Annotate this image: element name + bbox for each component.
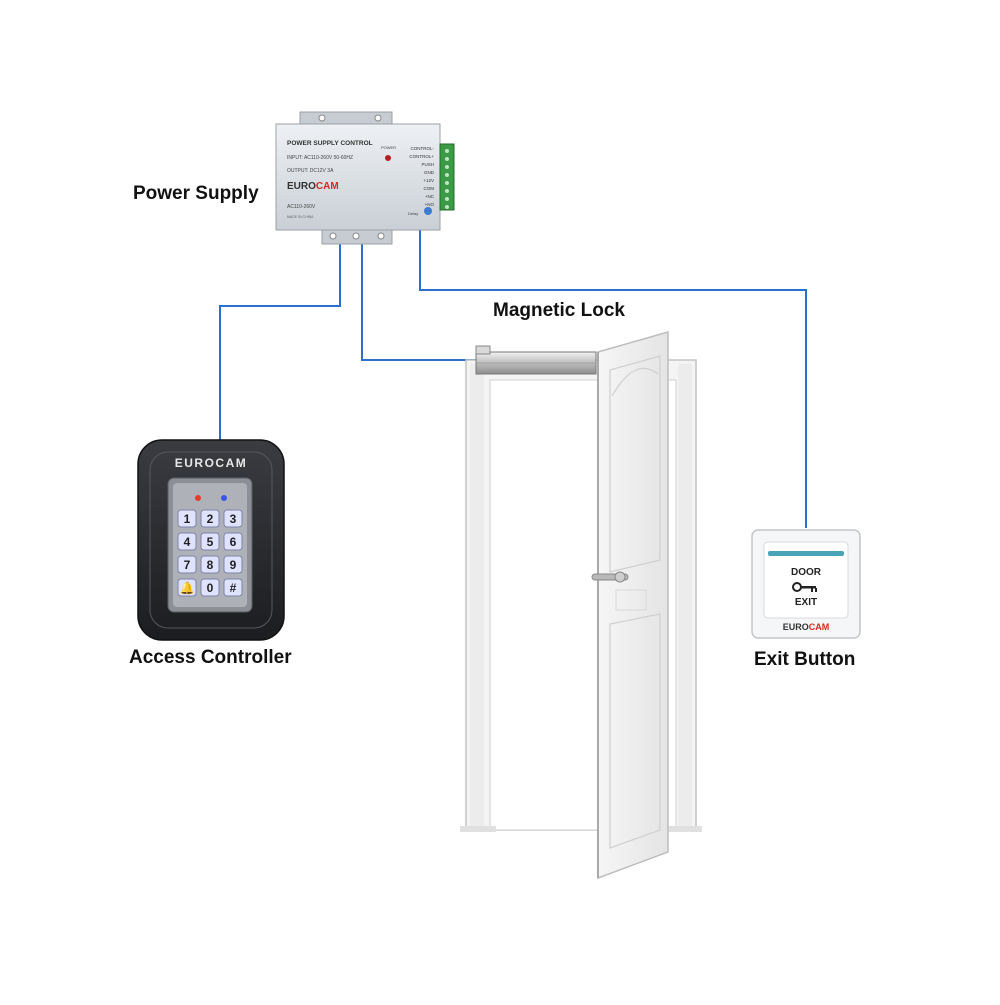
- key-icon: [792, 582, 817, 592]
- keypad-keys: 1 2 3 4 5 6 7 8 9 🔔 0 #: [177, 509, 243, 597]
- keypad-key-label: 6: [230, 535, 237, 549]
- svg-text:COM: COM: [424, 186, 435, 191]
- power-supply-label: Power Supply: [133, 183, 259, 204]
- keypad-key: 0: [200, 578, 220, 597]
- ps-input: INPUT: AC110-260V 50-60HZ: [287, 155, 353, 161]
- magnetic-lock-label: Magnetic Lock: [493, 300, 625, 321]
- keypad-key: 1: [177, 509, 197, 528]
- wire-power-to-keypad: [219, 238, 341, 440]
- keypad-key: 5: [200, 532, 220, 551]
- keypad-key-label: #: [230, 581, 237, 595]
- magnetic-lock: [475, 345, 597, 375]
- ps-made-in: MADE IN CHINA: [287, 215, 314, 219]
- wire-power-to-lock: [361, 238, 476, 361]
- keypad-key-label: 9: [230, 558, 237, 572]
- keypad-key: #: [223, 578, 243, 597]
- keypad-key: 8: [200, 555, 220, 574]
- keypad-brand: EUROCAM: [175, 456, 248, 470]
- ps-header: POWER SUPPLY CONTROL: [287, 140, 373, 147]
- keypad-key-label: 2: [207, 512, 214, 526]
- door-leaf: [591, 331, 669, 880]
- access-controller-keypad: EUROCAM 1 2 3 4 5 6 7 8 9 🔔 0 #: [137, 439, 285, 641]
- ps-terminal-labels: CONTROL- CONTROL+ PUSH GND +12V COM +NC …: [409, 146, 434, 207]
- keypad-key-label: 8: [207, 558, 214, 572]
- svg-text:+NC: +NC: [425, 194, 435, 199]
- access-controller-label: Access Controller: [129, 647, 292, 668]
- ps-output: OUTPUT: DC12V 3A: [287, 168, 334, 174]
- keypad-key: 6: [223, 532, 243, 551]
- svg-text:CONTROL-: CONTROL-: [411, 146, 435, 151]
- keypad-key-label: 3: [230, 512, 237, 526]
- ps-brand-logo: EUROCAM: [287, 181, 339, 192]
- wire-power-to-exit-button: [419, 224, 807, 528]
- delay-knob: [424, 207, 432, 215]
- keypad-key: 9: [223, 555, 243, 574]
- exit-button-brand-logo: EUROCAM: [783, 622, 830, 632]
- exit-button-door-text: DOOR: [791, 567, 822, 578]
- keypad-key-label: 1: [184, 512, 191, 526]
- svg-text:+NO: +NO: [425, 202, 435, 207]
- svg-text:CONTROL+: CONTROL+: [409, 154, 434, 159]
- keypad-key: 3: [223, 509, 243, 528]
- keypad-key-label: 4: [184, 535, 191, 549]
- exit-button-label: Exit Button: [754, 649, 856, 670]
- keypad-key-label: 7: [184, 558, 191, 572]
- keypad-key: 4: [177, 532, 197, 551]
- keypad-key: 7: [177, 555, 197, 574]
- keypad-key-label: 0: [207, 581, 214, 595]
- keypad-red-led: [195, 495, 201, 501]
- exit-button-exit-text: EXIT: [795, 597, 817, 608]
- keypad-key: 🔔: [177, 578, 197, 597]
- keypad-blue-led: [221, 495, 227, 501]
- svg-text:PUSH: PUSH: [421, 162, 434, 167]
- svg-text:+12V: +12V: [423, 178, 434, 183]
- keypad-key: 2: [200, 509, 220, 528]
- svg-text:GND: GND: [424, 170, 435, 175]
- ps-voltage: AC110-260V: [287, 204, 316, 210]
- ps-delay-label: Delay: [408, 211, 418, 216]
- ps-power-label: POWER: [381, 145, 396, 150]
- exit-button-device: DOOR EXIT EUROCAM: [751, 529, 861, 639]
- power-led: [385, 155, 391, 161]
- wires: [219, 224, 807, 528]
- keypad-key-label: 5: [207, 535, 214, 549]
- power-supply-unit: POWER SUPPLY CONTROL INPUT: AC110-260V 5…: [275, 111, 455, 245]
- keypad-key-label: 🔔: [180, 581, 195, 595]
